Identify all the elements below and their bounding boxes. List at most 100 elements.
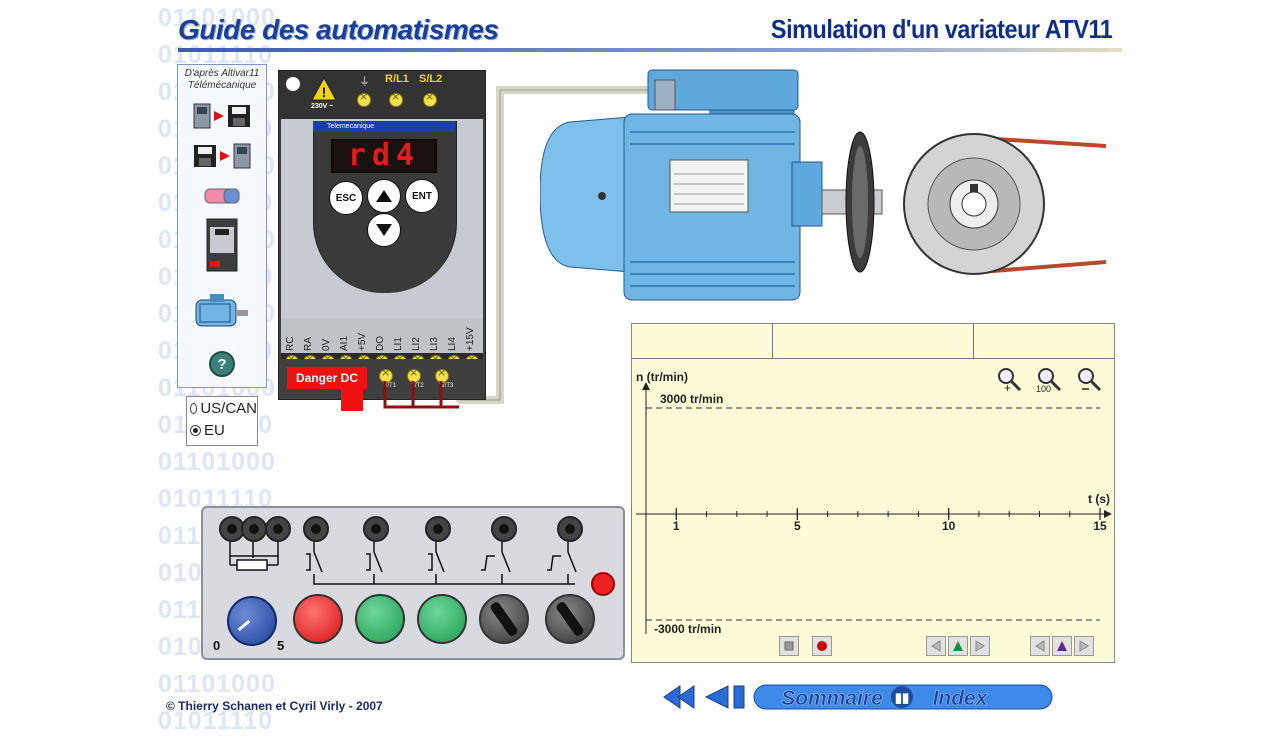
atv11-drive: ! 230V ~ ⏚ R/L1 S/L2 Telemecanique rd4 E… bbox=[278, 70, 486, 411]
green-button-1[interactable] bbox=[355, 594, 405, 644]
terminal-label-15v: +15V bbox=[465, 327, 476, 351]
motor-nameplate bbox=[669, 159, 749, 213]
terminal-label-rc: RC bbox=[285, 336, 296, 351]
help-label: ? bbox=[217, 356, 226, 373]
chart-header-cell-3 bbox=[974, 324, 1114, 359]
terminal-label-0v: 0V bbox=[321, 338, 332, 351]
selector-switch-1[interactable] bbox=[479, 594, 529, 644]
x-tick-label: 15 bbox=[1093, 519, 1107, 533]
zoom-100-label: 100 bbox=[1036, 384, 1051, 392]
region-selector: US/CAN EU bbox=[186, 396, 258, 446]
danger-dc-tab bbox=[341, 389, 363, 411]
jack-switch-5[interactable] bbox=[557, 516, 583, 542]
chart-header-cell-2 bbox=[773, 324, 974, 359]
jack-switch-1[interactable] bbox=[303, 516, 329, 542]
copyright-text: © Thierry Schanen et Cyril Virly - 2007 bbox=[166, 699, 383, 713]
erase-button[interactable] bbox=[190, 179, 254, 213]
zoom-out-button[interactable] bbox=[1076, 366, 1102, 392]
terminal-label-ai1: AI1 bbox=[339, 335, 350, 351]
index-link[interactable]: Index bbox=[932, 687, 989, 711]
title-underline bbox=[178, 48, 1122, 52]
lower-reference-label: -3000 tr/min bbox=[654, 622, 722, 636]
terminal-label-rl1: R/L1 bbox=[385, 73, 409, 85]
x-axis-label: t (s) bbox=[1088, 492, 1110, 506]
rl1-terminal[interactable] bbox=[389, 90, 403, 107]
potentiometer-max-label: 5 bbox=[277, 638, 285, 653]
trace1-next-button[interactable] bbox=[970, 636, 990, 656]
motor-view-button[interactable] bbox=[190, 287, 254, 337]
ent-button[interactable]: ENT bbox=[405, 179, 439, 213]
x-tick-label: 1 bbox=[673, 519, 680, 533]
drive-view-button[interactable] bbox=[190, 215, 254, 275]
terminal-label-sl2: S/L2 bbox=[419, 73, 443, 85]
radio-eu-label: EU bbox=[204, 421, 225, 439]
triangle-left-icon bbox=[1035, 640, 1045, 652]
zoom-in-button[interactable]: + bbox=[996, 366, 1022, 395]
control-panel: 0 5 bbox=[201, 506, 625, 660]
green-button-2[interactable] bbox=[417, 594, 467, 644]
triangle-up-green-icon bbox=[953, 641, 963, 651]
up-button[interactable] bbox=[367, 179, 401, 213]
triangle-right-icon bbox=[1079, 640, 1089, 652]
sommaire-link[interactable]: Sommaire bbox=[781, 687, 883, 711]
trace2-prev-button[interactable] bbox=[1030, 636, 1050, 656]
terminal-u-t1[interactable] bbox=[379, 366, 393, 383]
trace2-next-button[interactable] bbox=[1074, 636, 1094, 656]
load-from-disk-button[interactable] bbox=[190, 139, 254, 173]
record-button[interactable] bbox=[812, 636, 832, 656]
selector-switch-2[interactable] bbox=[545, 594, 595, 644]
radio-us-can[interactable]: US/CAN bbox=[187, 397, 257, 419]
display-value: rd4 bbox=[347, 138, 421, 173]
sl2-terminal[interactable] bbox=[423, 90, 437, 107]
previous-page-button[interactable] bbox=[704, 685, 745, 709]
x-tick-label: 10 bbox=[942, 519, 956, 533]
triangle-left-icon bbox=[931, 640, 941, 652]
terminal-label-do: DO bbox=[375, 336, 386, 351]
x-axis-arrow bbox=[1104, 510, 1112, 518]
potentiometer-min-label: 0 bbox=[213, 638, 221, 653]
save-to-disk-button[interactable] bbox=[190, 99, 254, 133]
help-icon: ? bbox=[209, 351, 235, 377]
disk-to-drive-icon bbox=[194, 143, 251, 169]
help-button[interactable]: ? bbox=[190, 347, 254, 381]
warning-icon: ! bbox=[311, 77, 337, 101]
jack-pot-3[interactable] bbox=[265, 516, 291, 542]
motor-icon bbox=[195, 294, 248, 327]
terminal-label-li1: LI1 bbox=[393, 337, 404, 351]
trace1-select-button[interactable] bbox=[948, 636, 968, 656]
drive-face: Telemecanique rd4 ESC ENT bbox=[281, 119, 483, 319]
speed-chart: n (tr/min) t (s) 3000 tr/min -3000 tr/mi… bbox=[631, 323, 1115, 663]
output-label-w: W/T3 bbox=[439, 383, 454, 389]
stop-button[interactable] bbox=[779, 636, 799, 656]
binary-row: 01101000 bbox=[158, 4, 276, 32]
jack-switch-2[interactable] bbox=[363, 516, 389, 542]
radio-eu-dot bbox=[190, 424, 201, 436]
speed-potentiometer[interactable] bbox=[227, 596, 277, 646]
radio-eu[interactable]: EU bbox=[187, 419, 257, 441]
drive-icon bbox=[206, 218, 238, 272]
red-stop-button[interactable] bbox=[293, 594, 343, 644]
danger-dc-label: Danger DC bbox=[287, 367, 367, 389]
trace1-prev-button[interactable] bbox=[926, 636, 946, 656]
brand-bar: Telemecanique bbox=[313, 121, 455, 132]
voltage-label: 230V ~ bbox=[311, 103, 334, 110]
red-indicator-jack[interactable] bbox=[591, 572, 615, 596]
svg-text:+: + bbox=[1004, 381, 1011, 392]
trace2-select-button[interactable] bbox=[1052, 636, 1072, 656]
brand-label: Telemecanique bbox=[327, 123, 375, 130]
zoom-100-button[interactable]: 100 bbox=[1036, 366, 1062, 394]
jack-switch-4[interactable] bbox=[491, 516, 517, 542]
esc-button[interactable]: ESC bbox=[329, 181, 363, 215]
terminal-label-ra: RA bbox=[303, 337, 314, 351]
toolbox-caption-line1: D'après Altivar11 bbox=[184, 68, 260, 79]
first-page-button[interactable] bbox=[663, 685, 695, 709]
radio-us-can-dot bbox=[190, 402, 198, 414]
down-button[interactable] bbox=[367, 213, 401, 247]
toolbox-caption-line2: Télémécanique bbox=[187, 80, 257, 91]
binary-row: 01101000 bbox=[158, 670, 276, 698]
navigation-bar: Sommaire ▮▮ Index bbox=[663, 684, 1053, 711]
jack-switch-3[interactable] bbox=[425, 516, 451, 542]
earth-terminal[interactable] bbox=[357, 90, 371, 107]
simulation-title: Simulation d'un variateur ATV11 bbox=[770, 14, 1113, 44]
jack-pot-1[interactable] bbox=[219, 516, 245, 542]
